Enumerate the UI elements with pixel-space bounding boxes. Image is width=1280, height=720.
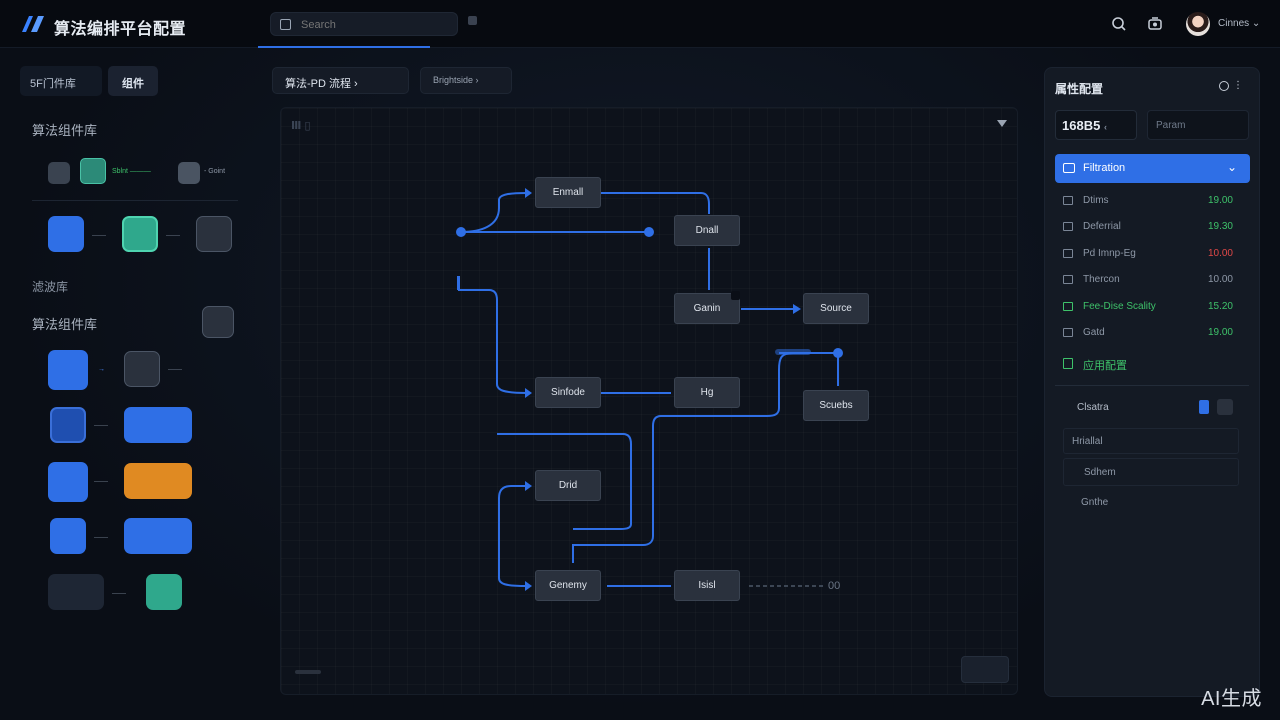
property-icon	[1063, 249, 1073, 258]
component-icon[interactable]	[50, 518, 86, 554]
user-name[interactable]: Cinnes ⌄	[1218, 18, 1261, 29]
workflow-node[interactable]: Genemy	[535, 570, 601, 601]
canvas-corner-label: Ⅲ ▯	[291, 120, 311, 132]
zoom-control[interactable]	[961, 656, 1009, 683]
component-icon[interactable]	[50, 407, 86, 443]
workflow-node[interactable]: Scuebs	[803, 390, 869, 421]
section-title: 算法组件库	[32, 123, 98, 138]
component-icon[interactable]	[196, 216, 232, 252]
group-item[interactable]: Gnthe	[1081, 497, 1109, 508]
apply-config-link[interactable]: 应用配置	[1061, 353, 1247, 373]
divider	[32, 200, 238, 201]
filter-dropdown[interactable]: Filtration ⌄	[1055, 154, 1250, 183]
component-icon[interactable]	[48, 162, 70, 184]
node-badge-icon	[731, 291, 740, 300]
component-icon[interactable]	[124, 407, 192, 443]
component-icon[interactable]	[80, 158, 106, 184]
search-input[interactable]	[301, 17, 451, 33]
component-library-panel: 5F门件库 组件 算法组件库 Sblnt ——— - Goint —— —— 滤…	[20, 62, 250, 702]
connection-lines	[456, 188, 843, 591]
component-icon[interactable]	[122, 216, 158, 252]
panel-title: 属性配置	[1055, 82, 1104, 96]
param-input[interactable]: Param	[1147, 110, 1249, 140]
workflow-node[interactable]: Source	[803, 293, 869, 324]
search-box[interactable]	[270, 12, 458, 36]
workflow-node[interactable]: Hg	[674, 377, 740, 408]
active-tab-indicator	[258, 46, 430, 48]
property-icon	[1063, 328, 1073, 337]
component-icon[interactable]	[178, 162, 200, 184]
search-icon[interactable]	[1110, 15, 1128, 33]
list-icon	[1063, 358, 1073, 369]
filter-icon[interactable]	[997, 120, 1007, 127]
endpoint-label: 00	[828, 580, 841, 592]
workflow-node[interactable]: Isisl	[674, 570, 740, 601]
value-input[interactable]: 168B5 ‹	[1055, 110, 1137, 140]
more-icon[interactable]: ⋮	[1233, 80, 1243, 91]
app-title: 算法编排平台配置	[54, 21, 187, 38]
component-label: Sblnt	[112, 168, 128, 175]
minimap-indicator	[295, 670, 321, 674]
tab-components[interactable]: 组件	[108, 66, 158, 96]
component-icon[interactable]	[202, 306, 234, 338]
component-icon[interactable]	[48, 350, 88, 390]
component-icon[interactable]	[124, 463, 192, 499]
component-label: Goint	[208, 168, 226, 175]
top-bar: 算法编排平台配置 Cinnes ⌄	[0, 0, 1280, 48]
search-icon	[280, 19, 291, 30]
workflow-node[interactable]: Enmall	[535, 177, 601, 208]
workflow-canvas[interactable]: Ⅲ ▯ E	[280, 107, 1018, 695]
dropdown-label: Filtration	[1083, 162, 1126, 174]
app-logo-icon	[22, 16, 44, 32]
watermark: AI生成	[1201, 688, 1262, 710]
divider	[1055, 385, 1249, 386]
property-icon	[1063, 222, 1073, 231]
subtitle: 滤波库	[32, 280, 69, 294]
delete-icon[interactable]	[1199, 400, 1209, 414]
component-icon[interactable]	[48, 216, 84, 252]
workflow-node[interactable]: Drid	[535, 470, 601, 501]
property-icon	[1063, 196, 1073, 205]
property-icon	[1063, 302, 1073, 311]
component-icon[interactable]	[124, 518, 192, 554]
component-icon[interactable]	[48, 574, 104, 610]
settings-icon[interactable]	[1217, 399, 1233, 415]
component-icon[interactable]	[48, 462, 88, 502]
component-icon[interactable]	[124, 351, 160, 387]
workflow-node[interactable]: Sinfode	[535, 377, 601, 408]
tab-library[interactable]: 5F门件库	[20, 66, 102, 96]
secondary-select[interactable]: Brightside ›	[420, 67, 512, 94]
property-icon	[1063, 275, 1073, 284]
pipeline-select[interactable]: 算法-PD 流程 ›	[272, 67, 409, 94]
group-item[interactable]: Hriallal	[1063, 428, 1239, 454]
section-title: 算法组件库	[32, 317, 98, 332]
group-item[interactable]: Sdhem	[1063, 458, 1239, 486]
avatar[interactable]	[1186, 12, 1210, 36]
chevron-down-icon: ⌄	[1227, 160, 1238, 174]
refresh-icon[interactable]	[1219, 81, 1229, 91]
workflow-node[interactable]: Ganin	[674, 293, 740, 324]
dropdown-icon	[1063, 163, 1075, 173]
settings-icon[interactable]	[1146, 15, 1164, 33]
workflow-node[interactable]: Dnall	[674, 215, 740, 246]
group-title: Clsatra	[1077, 402, 1109, 413]
component-icon[interactable]	[146, 574, 182, 610]
search-option-icon[interactable]	[468, 16, 477, 25]
